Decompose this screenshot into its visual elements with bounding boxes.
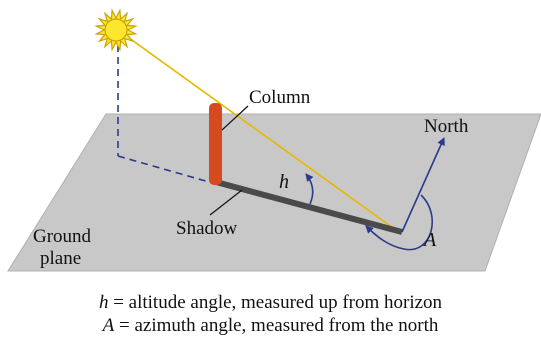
caption-altitude-symbol: h: [98, 292, 109, 313]
sun-ray: [117, 29, 401, 234]
column-shape: [209, 103, 222, 185]
north-label: North: [424, 116, 469, 137]
caption-altitude-text: = altitude angle, measured up from horiz…: [108, 292, 443, 313]
shadow-leader-line: [209, 189, 243, 216]
caption-azimuth-text: = azimuth angle, measured from the north: [114, 315, 439, 336]
column-label: Column: [249, 87, 311, 108]
shadow-line: [215, 179, 403, 235]
ground-plane-label-line2: plane: [40, 248, 81, 269]
altitude-angle-arc: [305, 173, 314, 205]
column-leader-line: [221, 105, 249, 131]
caption-azimuth-symbol: A: [102, 315, 115, 336]
altitude-symbol-label: h: [279, 171, 289, 193]
shadow-label: Shadow: [176, 218, 238, 239]
north-arrow: [401, 137, 445, 233]
ground-plane: [7, 113, 541, 272]
ground-projection-dashed-line: [117, 155, 217, 185]
caption-azimuth: A = azimuth angle, measured from the nor…: [0, 315, 541, 337]
azimuth-symbol-label: A: [422, 229, 437, 251]
azimuth-angle-arc: [365, 194, 433, 251]
solar-angle-diagram: Column North h Shadow A Ground plane: [7, 8, 541, 272]
caption-altitude: h = altitude angle, measured up from hor…: [0, 292, 541, 314]
sun-icon: [94, 8, 138, 52]
ground-plane-label-line1: Ground: [33, 226, 92, 247]
